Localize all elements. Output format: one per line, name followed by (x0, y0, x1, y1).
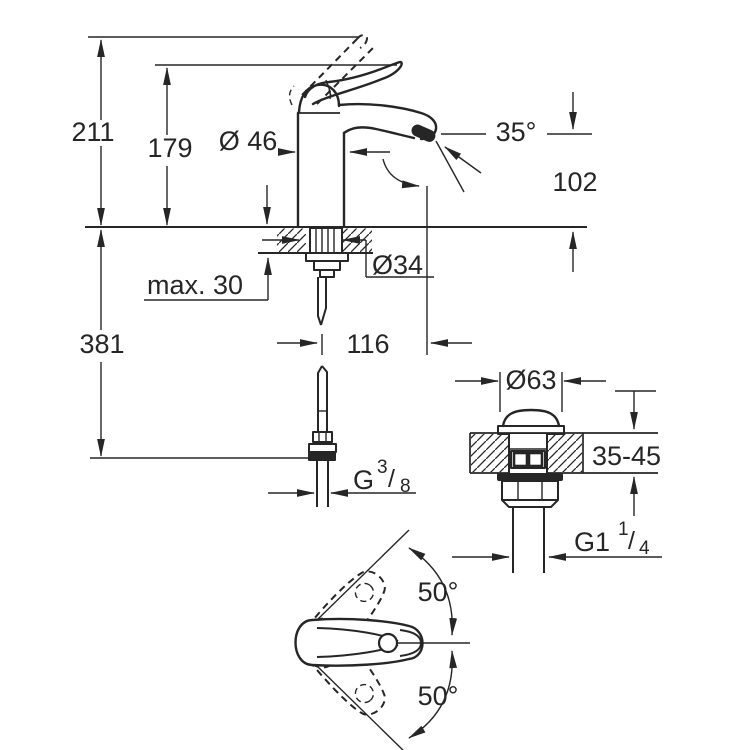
dim-below-deck-height-label: 381 (79, 329, 124, 359)
dim-aerator-angle: 35° (435, 117, 592, 193)
supply-thread-label: G 3 / 8 (353, 449, 411, 497)
waste-cap-dome (501, 408, 561, 428)
dim-body-diameter-label: Ø 46 (219, 126, 278, 156)
hose-adapter (319, 269, 335, 278)
angle-leg-lower (315, 664, 404, 750)
dim-swivel-up-label: 50° (418, 577, 459, 607)
faucet-body-outline (296, 83, 438, 229)
dim-max-deck-thickness-label: max. 30 (147, 270, 243, 300)
waste-set-view (469, 408, 658, 573)
waste-seal (497, 473, 563, 481)
threaded-shank (309, 227, 343, 254)
supply-hose-lower (308, 365, 337, 507)
waste-thread-label: G1 1 / 4 (574, 511, 650, 559)
dim-swivel-angle-down: 50° (418, 681, 459, 711)
dimensions: 211 179 Ø 46 35° 102 (71, 39, 662, 711)
mounting-nut (313, 260, 341, 271)
dim-supply-thread: G 3 / 8 (268, 449, 416, 497)
dim-waste-flange-diameter-label: Ø63 (505, 365, 556, 395)
dim-spout-outlet-height-label: 102 (552, 167, 597, 197)
dim-max-deck-thickness: max. 30 (144, 185, 272, 301)
water-flow-arrow (382, 158, 420, 189)
lever-raised-dashed-outline (288, 34, 374, 106)
swivel-arc-upper (408, 547, 458, 636)
lever-top-outline (294, 617, 424, 667)
dim-below-deck-height: 381 (79, 229, 125, 457)
swivel-arc-lower (408, 650, 458, 739)
dim-swivel-down-label: 50° (418, 681, 459, 711)
dim-deck-hole-diameter-label: Ø34 (372, 250, 423, 280)
dim-aerator-angle-label: 35° (496, 117, 537, 147)
faucet-side-view (288, 34, 438, 229)
dim-waste-thread: G1 1 / 4 (452, 511, 662, 561)
dim-total-height-label: 211 (71, 117, 114, 147)
dim-spout-reach-label: 116 (346, 329, 389, 359)
angle-leg-upper (315, 529, 410, 622)
dim-spout-outlet-height: 102 (552, 92, 598, 272)
waste-tailpipe (512, 507, 545, 573)
handle-top-view (294, 529, 470, 750)
waste-deck-hatch-left (471, 434, 508, 472)
waste-body (508, 434, 548, 473)
dim-spout-reach: 116 (277, 186, 472, 359)
dim-waste-flange-diameter: Ø63 (455, 365, 606, 412)
aerator (411, 124, 436, 142)
dim-swivel-angle-up: 50° (418, 577, 459, 607)
lever-outline (303, 60, 403, 106)
supply-hose-upper (317, 277, 327, 326)
dim-spout-tip-height-label: 179 (147, 133, 192, 163)
dim-spout-tip-height: 179 (147, 67, 193, 226)
dim-total-height: 211 (71, 39, 115, 226)
dim-waste-deck-range-label: 35-45 (592, 441, 661, 471)
waste-deck-hatch-right (548, 434, 582, 472)
dim-body-diameter: Ø 46 (219, 126, 390, 156)
dim-deck-hole-diameter: Ø34 (262, 236, 434, 280)
waste-nut (501, 480, 559, 508)
dim-waste-deck-range: 35-45 (592, 390, 661, 516)
mounting-flange (305, 252, 349, 262)
lever-pivot-hole (377, 632, 399, 654)
hose-connector-nut (308, 452, 336, 461)
